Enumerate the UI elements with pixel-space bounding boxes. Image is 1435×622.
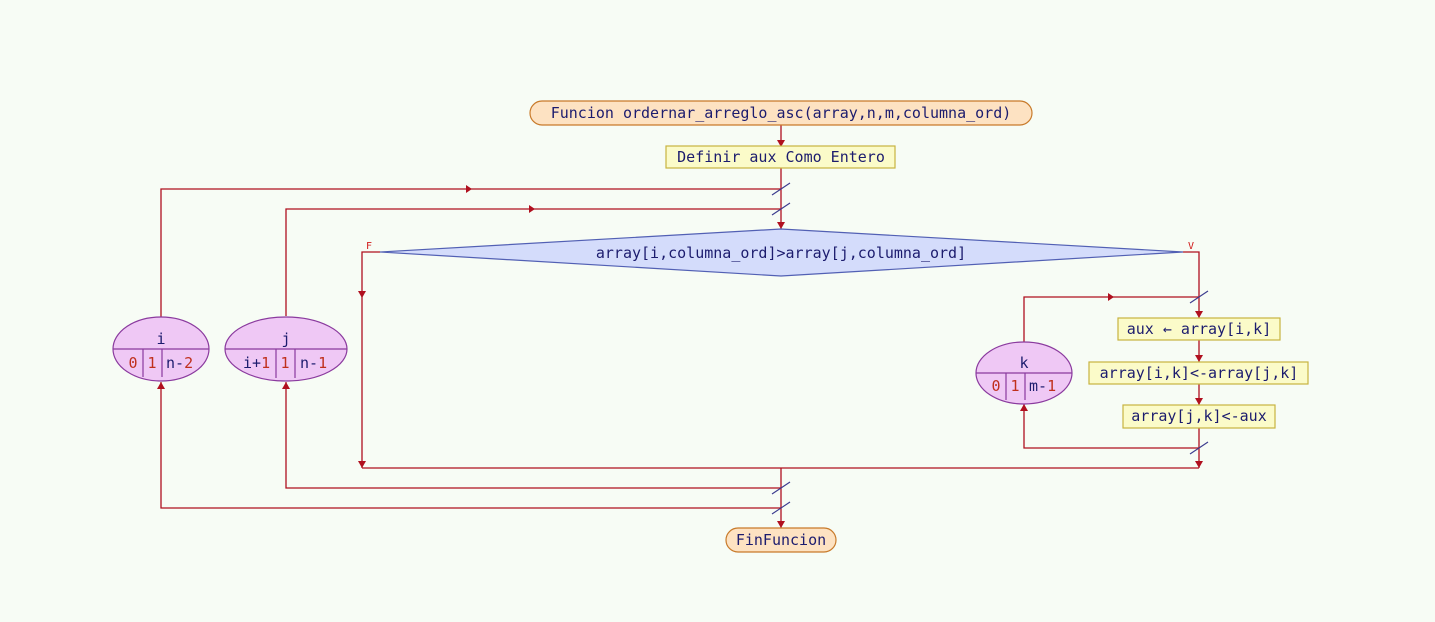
loop-j-end: n-1 xyxy=(300,354,327,372)
loop-k-end: m-1 xyxy=(1029,377,1056,395)
loop-i: i 0 1 n-2 xyxy=(112,316,210,382)
decision-shape xyxy=(379,228,1184,277)
define-process: Definir aux Como Entero xyxy=(665,145,896,169)
junction-tick xyxy=(771,202,791,216)
assign-1: aux ← array[i,k] xyxy=(1117,317,1281,341)
connector-loop-i-return xyxy=(160,382,781,509)
loop-j: j i+1 1 n-1 xyxy=(224,316,348,382)
loop-i-end-prefix: n- xyxy=(166,354,184,372)
connector-loop-k-return xyxy=(1023,404,1199,449)
decision-condition: array[i,columna_ord]>array[j,columna_ord… xyxy=(596,244,966,262)
arrowhead xyxy=(529,205,535,213)
arrowhead xyxy=(1195,461,1203,468)
junction-tick xyxy=(771,481,791,495)
assign-2-shape xyxy=(1088,361,1309,385)
false-label: F xyxy=(366,241,372,252)
junction-tick xyxy=(771,182,791,196)
connector-false-branch xyxy=(361,251,380,468)
loop-k: k 0 1 m-1 xyxy=(975,341,1073,405)
loop-k-end-prefix: m- xyxy=(1029,377,1047,395)
loop-k-start: 0 xyxy=(991,377,1000,395)
assign-3-shape xyxy=(1122,404,1276,429)
assign-2: array[i,k]<-array[j,k] xyxy=(1088,361,1309,385)
connector-loop-j-return xyxy=(285,382,781,489)
loop-i-step: 1 xyxy=(147,354,156,372)
assign-2-label: array[i,k]<-array[j,k] xyxy=(1100,364,1299,382)
connector-loop-k-top xyxy=(1023,296,1199,342)
connector-loop-j-top xyxy=(285,208,781,316)
start-terminator-shape xyxy=(529,100,1033,126)
loop-i-variable: i xyxy=(156,330,165,348)
loop-i-start: 0 xyxy=(128,354,137,372)
true-label: V xyxy=(1188,241,1194,252)
junction-tick xyxy=(1189,441,1209,455)
arrowhead xyxy=(1108,293,1114,301)
loop-i-end-number: 2 xyxy=(184,354,193,372)
loop-j-start-prefix: i+ xyxy=(243,354,261,372)
loop-j-end-number: 1 xyxy=(318,354,327,372)
decision-node: array[i,columna_ord]>array[j,columna_ord… xyxy=(366,228,1194,277)
arrowhead xyxy=(282,382,290,389)
loop-j-end-prefix: n- xyxy=(300,354,318,372)
connector-loop-i-top xyxy=(160,188,781,322)
arrowhead xyxy=(777,222,785,229)
arrowhead xyxy=(157,382,165,389)
define-process-label: Definir aux Como Entero xyxy=(677,148,885,166)
loop-k-step: 1 xyxy=(1010,377,1019,395)
loop-j-variable: j xyxy=(281,330,290,348)
start-terminator-label: Funcion ordernar_arreglo_asc(array,n,m,c… xyxy=(551,104,1012,122)
assign-3: array[j,k]<-aux xyxy=(1122,404,1276,429)
arrowhead xyxy=(358,291,366,298)
loop-k-variable: k xyxy=(1019,354,1028,372)
arrowhead xyxy=(358,461,366,468)
connectors xyxy=(160,125,1200,528)
loop-j-start-number: 1 xyxy=(261,354,270,372)
arrowhead xyxy=(1020,404,1028,411)
define-process-shape xyxy=(665,145,896,169)
connector-true-branch xyxy=(1183,251,1200,318)
end-terminator-label: FinFuncion xyxy=(736,531,826,549)
junction-tick xyxy=(771,501,791,515)
assign-1-shape xyxy=(1117,317,1281,341)
loop-i-end: n-2 xyxy=(166,354,193,372)
arrowheads xyxy=(157,140,1203,528)
arrowhead xyxy=(466,185,472,193)
arrowhead xyxy=(777,140,785,147)
end-terminator: FinFuncion xyxy=(725,527,837,553)
loop-j-start: i+1 xyxy=(243,354,270,372)
arrowhead xyxy=(1195,355,1203,362)
junction-ticks xyxy=(771,182,1209,515)
loop-j-step: 1 xyxy=(280,354,289,372)
arrowhead xyxy=(777,521,785,528)
junction-tick xyxy=(1189,290,1209,304)
assign-3-label: array[j,k]<-aux xyxy=(1131,407,1266,425)
arrowhead xyxy=(1195,398,1203,405)
start-terminator: Funcion ordernar_arreglo_asc(array,n,m,c… xyxy=(529,100,1033,126)
loop-k-end-number: 1 xyxy=(1047,377,1056,395)
assign-1-label: aux ← array[i,k] xyxy=(1127,320,1272,338)
end-terminator-shape xyxy=(725,527,837,553)
arrowhead xyxy=(1195,311,1203,318)
